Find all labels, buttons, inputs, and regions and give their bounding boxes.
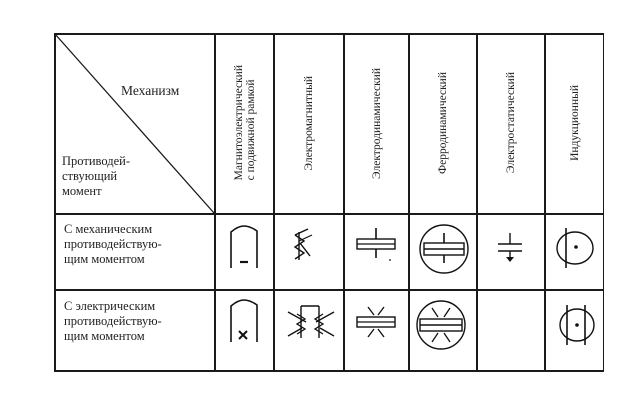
- column-divider: [343, 33, 345, 371]
- magnetoelectric-mechanical-symbol: [230, 225, 258, 268]
- column-header-induction: Индукционный: [568, 85, 581, 161]
- magnetoelectric-ratiometer-symbol: [230, 299, 258, 342]
- electrodynamic-ratiometer-symbol: [356, 306, 396, 338]
- electromagnetic-mechanical-symbol: [293, 228, 313, 260]
- table-border-top: [54, 33, 604, 35]
- electrostatic-mechanical-symbol: [498, 233, 522, 262]
- column-header-electrodynamic: Электродинамический: [370, 67, 383, 179]
- column-header-electromagnetic: Электромагнитный: [303, 75, 315, 171]
- column-divider: [476, 33, 478, 371]
- induction-mechanical-symbol: [556, 228, 594, 268]
- row-header-mechanical: С механическим противодействую- щим моме…: [64, 222, 162, 266]
- table-border-bottom: [54, 370, 604, 372]
- mechanism-axis-label: Механизм: [121, 83, 180, 98]
- induction-ratiometer-symbol: [559, 305, 595, 345]
- counter-torque-axis-label: Противодей- ствующий момент: [62, 154, 130, 198]
- row-divider: [54, 289, 604, 291]
- corner-diagonal-line: [54, 33, 215, 214]
- column-divider: [408, 33, 410, 371]
- measuring-mechanisms-table: Механизм Противодей- ствующий момент Маг…: [54, 33, 604, 372]
- column-divider: [273, 33, 275, 371]
- column-header-electrostatic: Электростатический: [505, 72, 517, 174]
- ferrodynamic-ratiometer-symbol: [416, 300, 466, 350]
- electromagnetic-ratiometer-symbol: [287, 305, 335, 338]
- column-header-magnetoelectric: Магнитоэлектрический с подвижной рамкой: [232, 65, 257, 181]
- column-divider: [214, 33, 216, 371]
- ferrodynamic-mechanical-symbol: [419, 224, 469, 274]
- table-border-left: [54, 33, 56, 371]
- electrodynamic-mechanical-symbol: [356, 228, 396, 261]
- column-divider: [544, 33, 546, 371]
- row-header-electrical: С электрическим противодействую- щим мом…: [64, 299, 162, 343]
- header-divider: [54, 213, 604, 215]
- table-border-right: [603, 33, 604, 371]
- column-header-ferrodynamic: Ферродинамический: [437, 72, 449, 174]
